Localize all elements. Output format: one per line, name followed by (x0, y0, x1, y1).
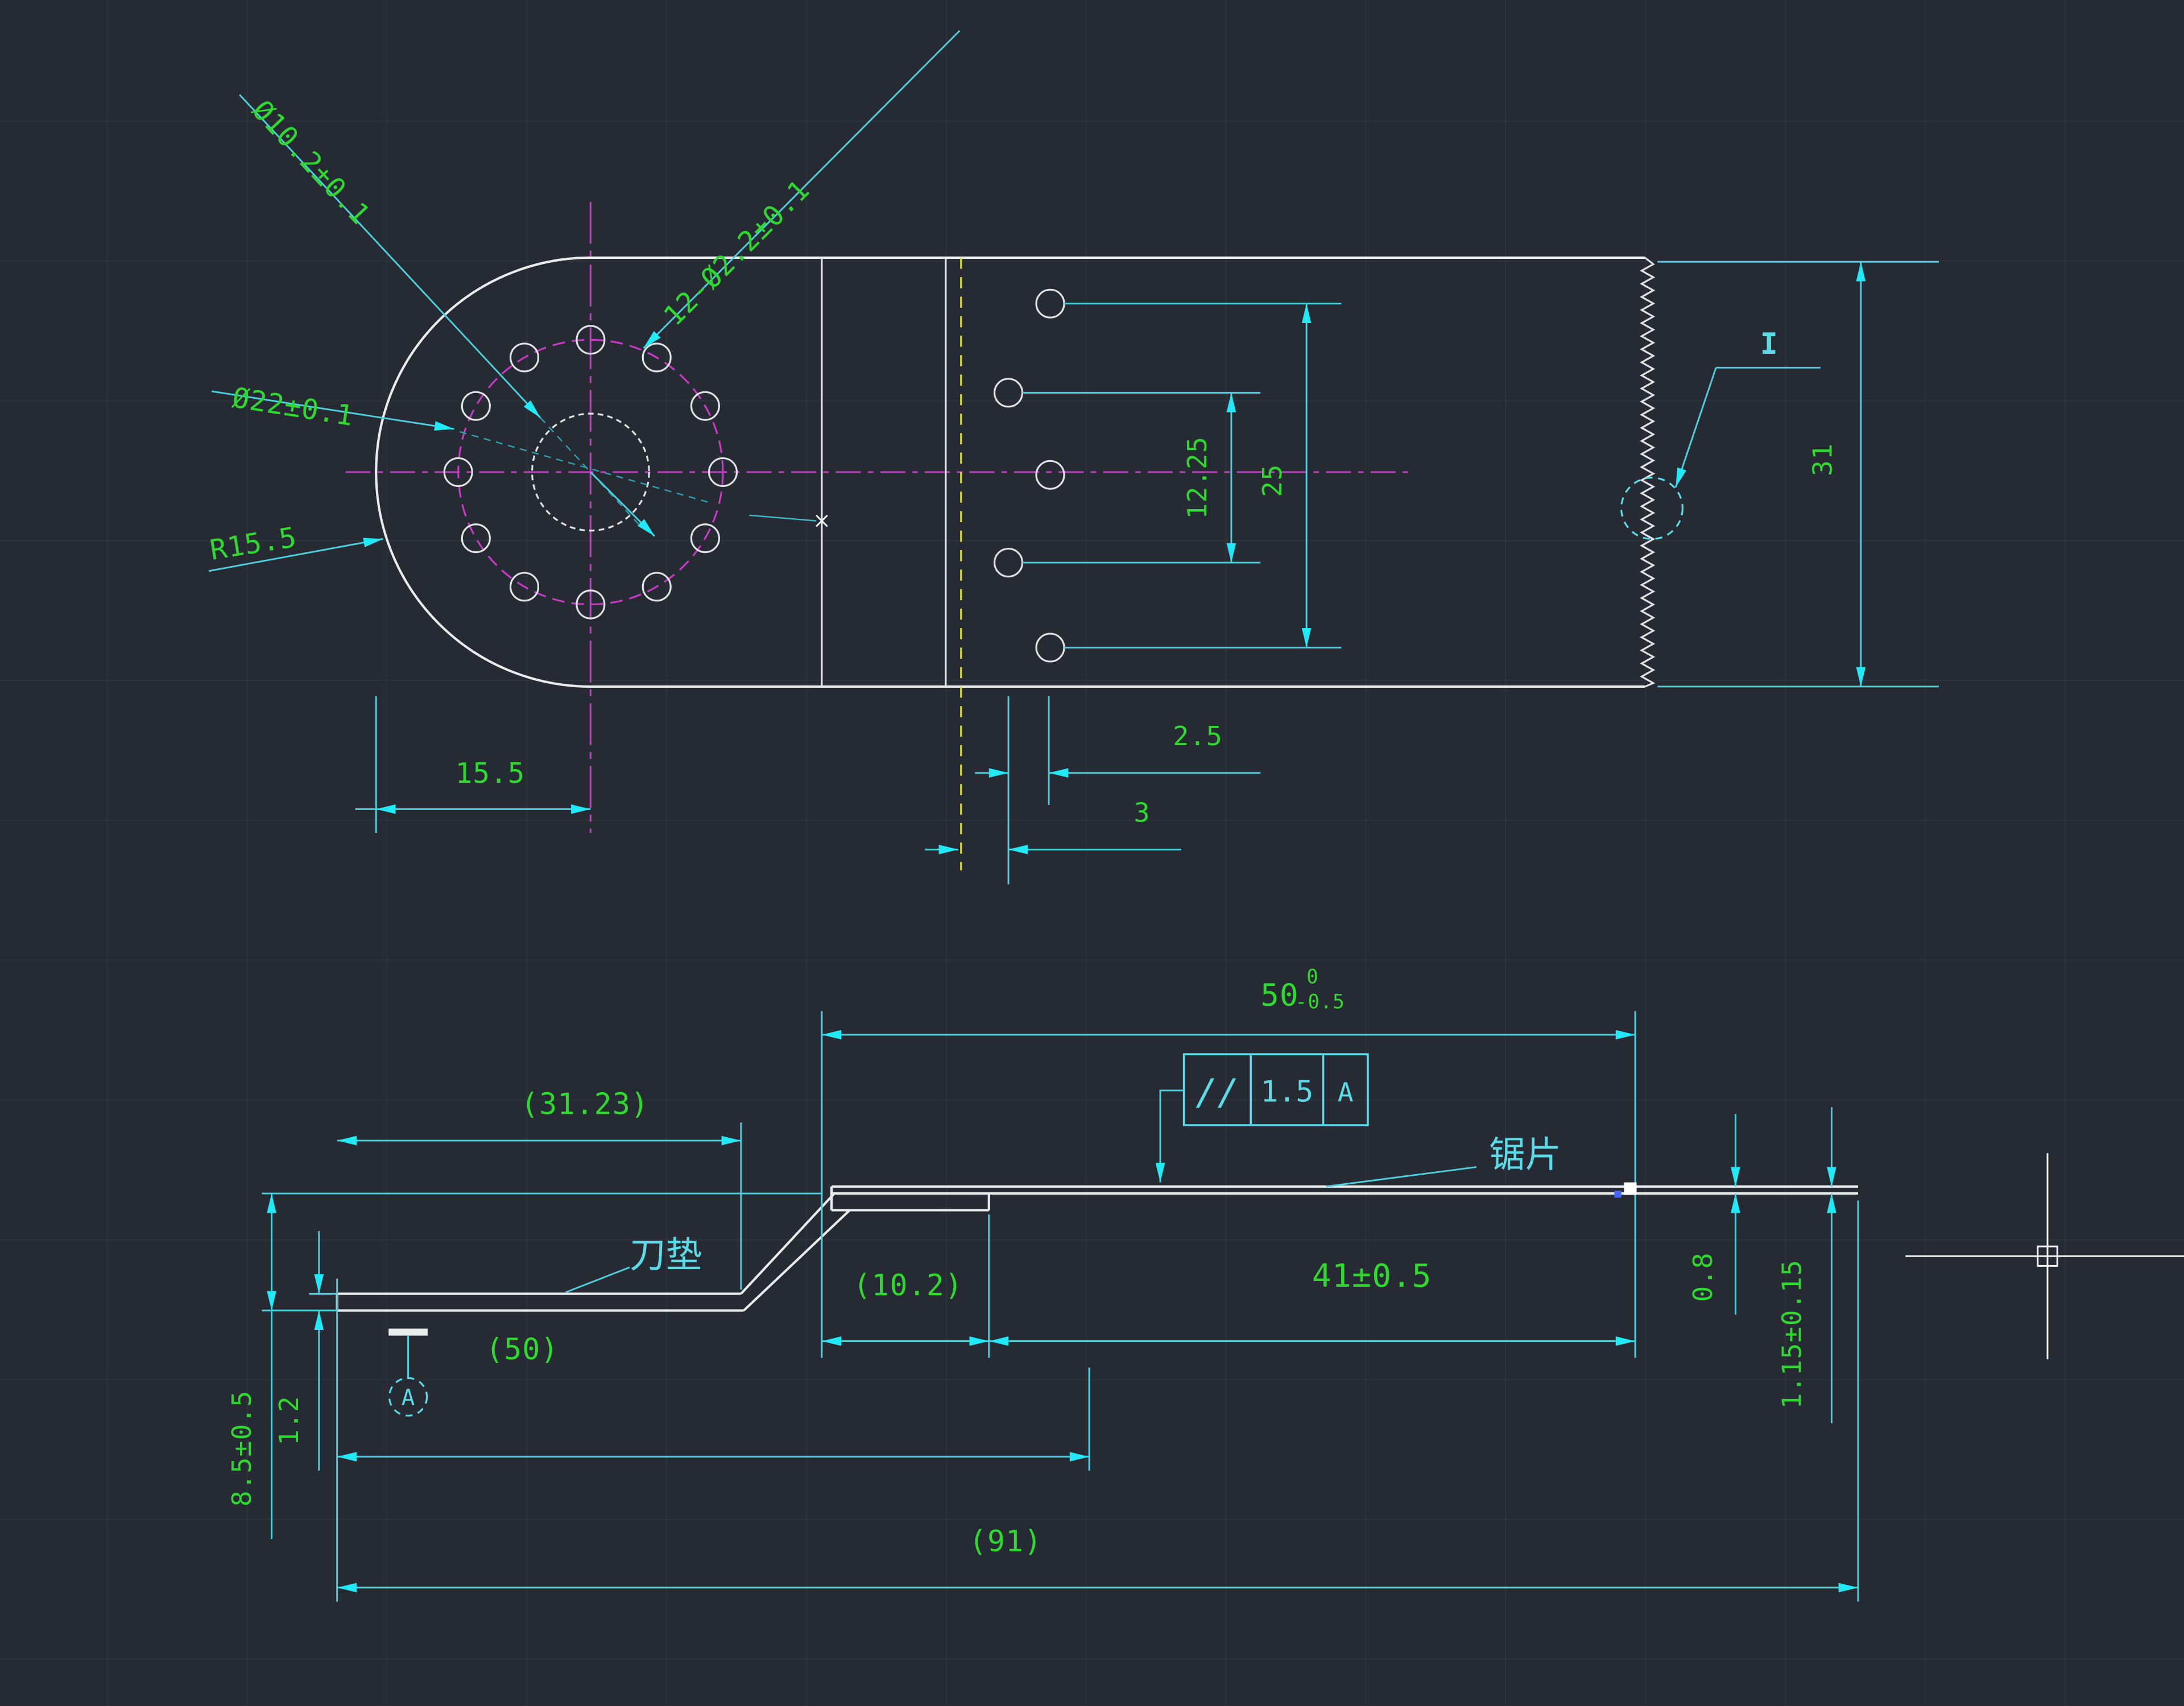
fcf-datum: A (1338, 1077, 1354, 1108)
bolt-hole (642, 572, 672, 602)
side-extension-lines (262, 1011, 1859, 1602)
bolt-hole (443, 457, 473, 488)
dim-label-50-ref: (50) (486, 1332, 559, 1366)
part-outline (375, 256, 1645, 688)
svg-text:50: 50 (1260, 977, 1298, 1013)
dim-label-10-2: (10.2) (853, 1269, 963, 1303)
feature-control-frame: // 1.5 A (1155, 1053, 1369, 1183)
pin-hole-column (993, 288, 1065, 663)
serrated-edge (1640, 257, 1656, 688)
dim-label-2-5: 2.5 (1173, 721, 1223, 751)
detail-mark-label: I (1760, 327, 1778, 361)
leader-center-hole (239, 94, 541, 419)
dim-label-31-23: (31.23) (521, 1088, 649, 1122)
center-hole (531, 412, 650, 532)
datum-letter: A (402, 1385, 415, 1411)
dim-label-1-15: 1.15±0.15 (1777, 1259, 1807, 1409)
bolt-hole (576, 325, 606, 355)
dim-label-31: 31 (1807, 443, 1838, 476)
bolt-hole (509, 572, 540, 602)
dim-label-end-radius: R15.5 (208, 521, 299, 567)
leader-blade (1326, 1166, 1477, 1188)
leader-extension-2 (459, 431, 711, 503)
dim-label-12-25: 12.25 (1182, 436, 1213, 519)
dim-label-41: 41±0.5 (1312, 1258, 1432, 1295)
dim-15-5 (355, 696, 591, 833)
dim-label-50-tol: 50 0 -0.5 (1260, 965, 1345, 1013)
bolt-hole (461, 391, 491, 421)
dim-31 (1657, 261, 1939, 688)
dim-label-bolt-circle-dia: Ø22±0.1 (230, 381, 356, 432)
dim-25 (1064, 303, 1342, 648)
detail-callout (1620, 366, 1821, 540)
dim-label-91-ref: (91) (969, 1525, 1043, 1559)
leader-pad (565, 1266, 630, 1294)
leader-radius (209, 538, 383, 572)
bolt-hole (690, 523, 720, 553)
dim-label-3: 3 (1134, 797, 1151, 828)
dim-label-bolt-holes: 12-Ø2.2±0.1 (657, 174, 816, 332)
dim-label-center-hole-dia: Ø10.2±0.1 (246, 94, 377, 231)
side-view: // 1.5 A A 锯片 刀垫 (31.23) 50 0 -0.5 (10.2… (226, 965, 1859, 1602)
leader-extension-3 (590, 471, 656, 537)
bolt-hole (690, 391, 720, 421)
bolt-hole (708, 457, 738, 488)
side-profile (336, 1185, 1858, 1312)
pad-label: 刀垫 (630, 1234, 702, 1277)
leader-bolt-holes (643, 30, 961, 349)
crosshair-cursor (1905, 1153, 2184, 1360)
blade-label: 锯片 (1489, 1134, 1561, 1176)
dim-label-0-8: 0.8 (1687, 1252, 1718, 1302)
leader-bolt-circle (212, 390, 454, 431)
bolt-hole (461, 523, 491, 553)
dim-label-25: 25 (1257, 464, 1288, 497)
top-view: Ø10.2±0.1 12-Ø2.2±0.1 Ø22±0.1 R15.5 15.5… (208, 30, 1939, 885)
bolt-hole (509, 342, 540, 373)
snap-marker (749, 514, 828, 527)
grip-marker (1614, 1182, 1637, 1198)
svg-text:-0.5: -0.5 (1296, 990, 1345, 1013)
dim-label-1-2: 1.2 (274, 1395, 304, 1445)
dim-12-25 (1022, 391, 1261, 564)
dim-label-15-5: 15.5 (456, 757, 526, 790)
dim-label-8-5: 8.5±0.5 (226, 1390, 257, 1507)
bolt-hole (576, 589, 606, 619)
datum-symbol: A (388, 1328, 428, 1417)
fcf-symbol: // (1196, 1071, 1239, 1113)
svg-text:0: 0 (1306, 965, 1319, 988)
bolt-hole-pattern (443, 325, 738, 619)
fcf-tolerance: 1.5 (1260, 1075, 1313, 1109)
bolt-circle-centerline (457, 338, 724, 606)
